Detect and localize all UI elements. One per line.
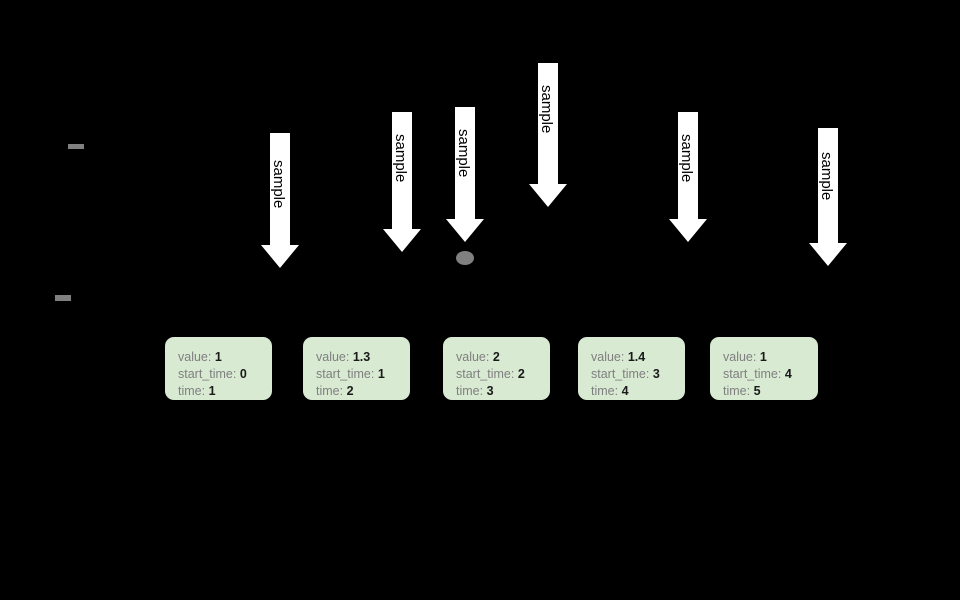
sample-arrow-label-6: sample [818,152,835,201]
record-field-value: 2 [492,350,500,364]
record-field-key: time: [456,384,484,398]
record-field-key: time: [723,384,751,398]
record-field-value: 1.4 [627,350,646,364]
record-field-value: 1 [377,367,385,381]
lower-stream-line [55,295,912,301]
record-field-key: value: [456,350,490,364]
record-field: value: 2 [456,349,550,366]
record-field-key: time: [316,384,344,398]
record-field-key: time: [178,384,206,398]
record-field: time: 5 [723,383,818,400]
record-field-key: start_time: [316,367,375,381]
record-field-key: start_time: [723,367,782,381]
record-field-value: 2 [517,367,525,381]
sample-arrow-label-3: sample [455,129,472,178]
record-field: start_time: 4 [723,366,818,383]
record-field-value: 2 [346,384,354,398]
record-field: value: 1.3 [316,349,410,366]
record-field-value: 5 [753,384,761,398]
record-field-value: 1.3 [352,350,371,364]
record-field-key: start_time: [178,367,237,381]
sample-arrow-1: sample [261,133,299,268]
record-field-value: 3 [486,384,494,398]
record-field-value: 4 [784,367,792,381]
record-field: time: 1 [178,383,272,400]
record-field-key: value: [723,350,757,364]
record-field: start_time: 1 [316,366,410,383]
record-field-value: 4 [621,384,629,398]
record-field: time: 2 [316,383,410,400]
sample-arrow-label-4: sample [538,85,555,134]
record-field: time: 3 [456,383,550,400]
record-field-key: start_time: [591,367,650,381]
record-field-key: value: [316,350,350,364]
upper-stream-line [68,143,927,149]
record-field-value: 1 [208,384,216,398]
record-field: value: 1 [178,349,272,366]
record-field-value: 3 [652,367,660,381]
record-field-key: value: [591,350,625,364]
record-field-value: 1 [214,350,222,364]
record-field-key: start_time: [456,367,515,381]
record-field: start_time: 0 [178,366,272,383]
sample-arrow-6: sample [809,128,847,266]
record-field: start_time: 3 [591,366,685,383]
record-field-value: 1 [759,350,767,364]
record-field: value: 1 [723,349,818,366]
sample-arrow-label-2: sample [392,134,409,183]
record-field: start_time: 2 [456,366,550,383]
sample-arrow-label-5: sample [678,134,695,183]
sampled-event-dot [456,251,474,265]
sample-arrow-4: sample [529,63,567,207]
record-field: value: 1.4 [591,349,685,366]
sample-arrow-5: sample [669,112,707,242]
record-field-key: time: [591,384,619,398]
record-field-key: value: [178,350,212,364]
record-field-value: 0 [239,367,247,381]
record-field: time: 4 [591,383,685,400]
sample-arrow-label-1: sample [270,160,287,209]
sample-arrow-2: sample [383,112,421,252]
sample-arrow-3: sample [446,107,484,242]
